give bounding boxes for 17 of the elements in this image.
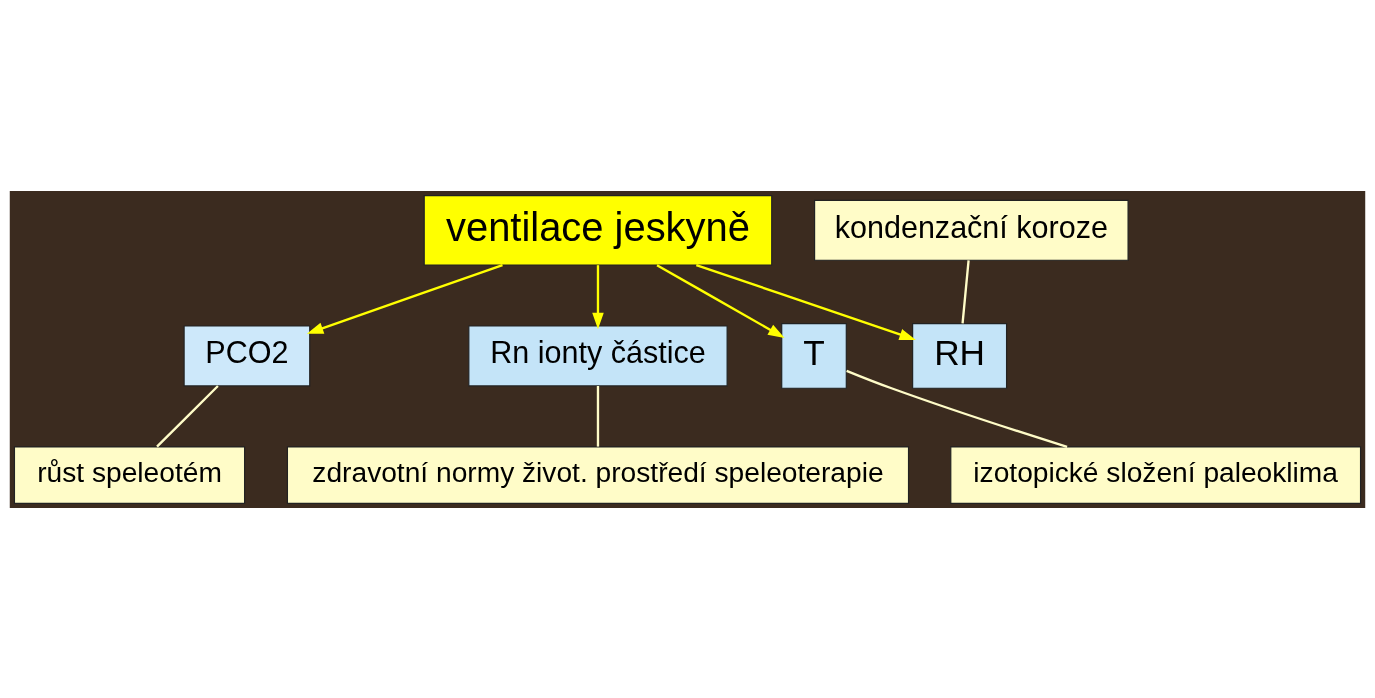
connector (846, 369, 1068, 448)
node-box: růst speleotém (13, 445, 246, 504)
connector (961, 259, 970, 324)
node-box: kondenzační koroze (814, 199, 1129, 261)
arrow (656, 263, 785, 338)
node-box: RH (912, 322, 1008, 389)
node-box: zdravotní normy život. prostředí speleoterapie (286, 445, 910, 504)
node-box: Rn ionty částice (468, 324, 728, 386)
connector (596, 385, 600, 447)
connector (156, 384, 219, 447)
node-box: PCO2 (183, 324, 311, 386)
arrow (306, 263, 503, 334)
node-box: izotopické složení paleoklima (950, 445, 1362, 504)
arrow (695, 263, 916, 340)
arrow (592, 264, 604, 329)
node-box: T (781, 322, 847, 389)
node-box: ventilace jeskyně (423, 194, 773, 266)
